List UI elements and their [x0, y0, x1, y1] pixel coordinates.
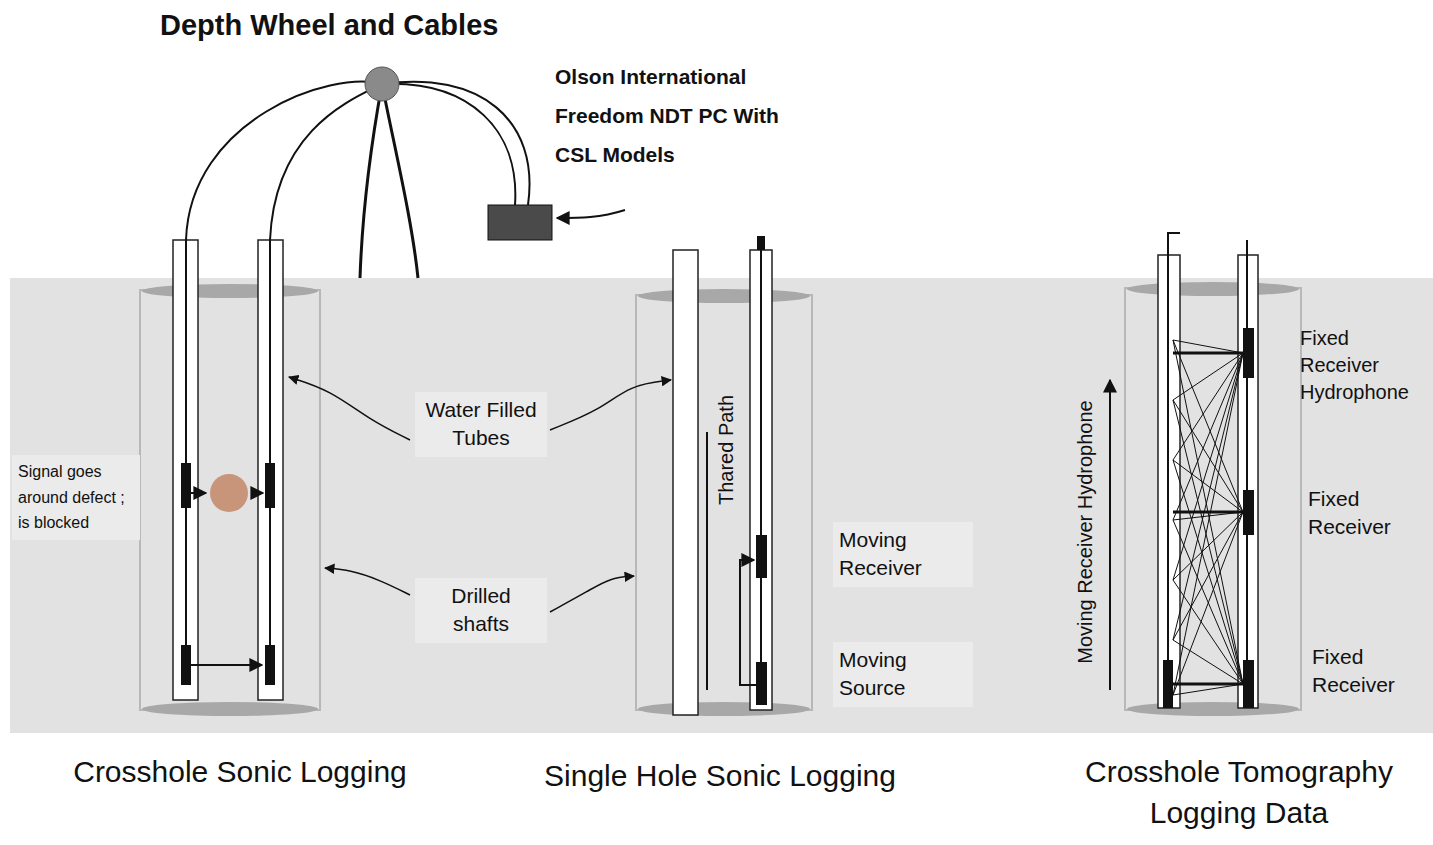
leader-line — [550, 380, 671, 430]
shaft-ends — [142, 282, 1299, 716]
part-label: Fixed Receiver — [1308, 485, 1428, 542]
figure-heading: Depth Wheel and Cables — [160, 6, 540, 45]
part-label: Moving Source — [833, 642, 973, 707]
tube-cap — [757, 236, 765, 250]
caption-label: Single Hole Sonic Logging — [520, 756, 920, 797]
sensors — [181, 328, 1254, 708]
depth-wheel — [365, 67, 399, 101]
caption-label: Crosshole Sonic Logging — [40, 752, 440, 793]
leader-line — [325, 568, 410, 595]
ndt-pc — [488, 205, 552, 240]
leader-lines — [289, 377, 671, 612]
tomography-rays — [1173, 340, 1243, 695]
part-label: Drilled shafts — [415, 578, 547, 643]
equipment-label: Olson International Freedom NDT PC With … — [555, 58, 805, 175]
defect — [210, 474, 248, 512]
note-label: Signal goes around defect ; is blocked — [12, 455, 140, 540]
part-label: Fixed Receiver Hydrophone — [1300, 325, 1428, 406]
drilled-shafts — [140, 288, 1301, 710]
part-label: Moving Receiver Hydrophone — [1072, 400, 1099, 663]
caption-label: Crosshole Tomography Logging Data — [1050, 752, 1428, 833]
tomography-direct-paths — [1173, 353, 1243, 684]
part-label: Water Filled Tubes — [415, 392, 547, 457]
leader-line — [550, 576, 634, 612]
part-label: Moving Receiver — [833, 522, 973, 587]
leader-line — [289, 377, 410, 440]
ground — [10, 278, 1433, 733]
tripod — [360, 84, 418, 278]
water-filled-tubes — [173, 240, 1258, 715]
path-label: Thared Path — [713, 395, 740, 505]
part-label: Fixed Receiver — [1312, 643, 1428, 700]
cables — [186, 82, 1247, 705]
leader-line — [557, 210, 625, 218]
